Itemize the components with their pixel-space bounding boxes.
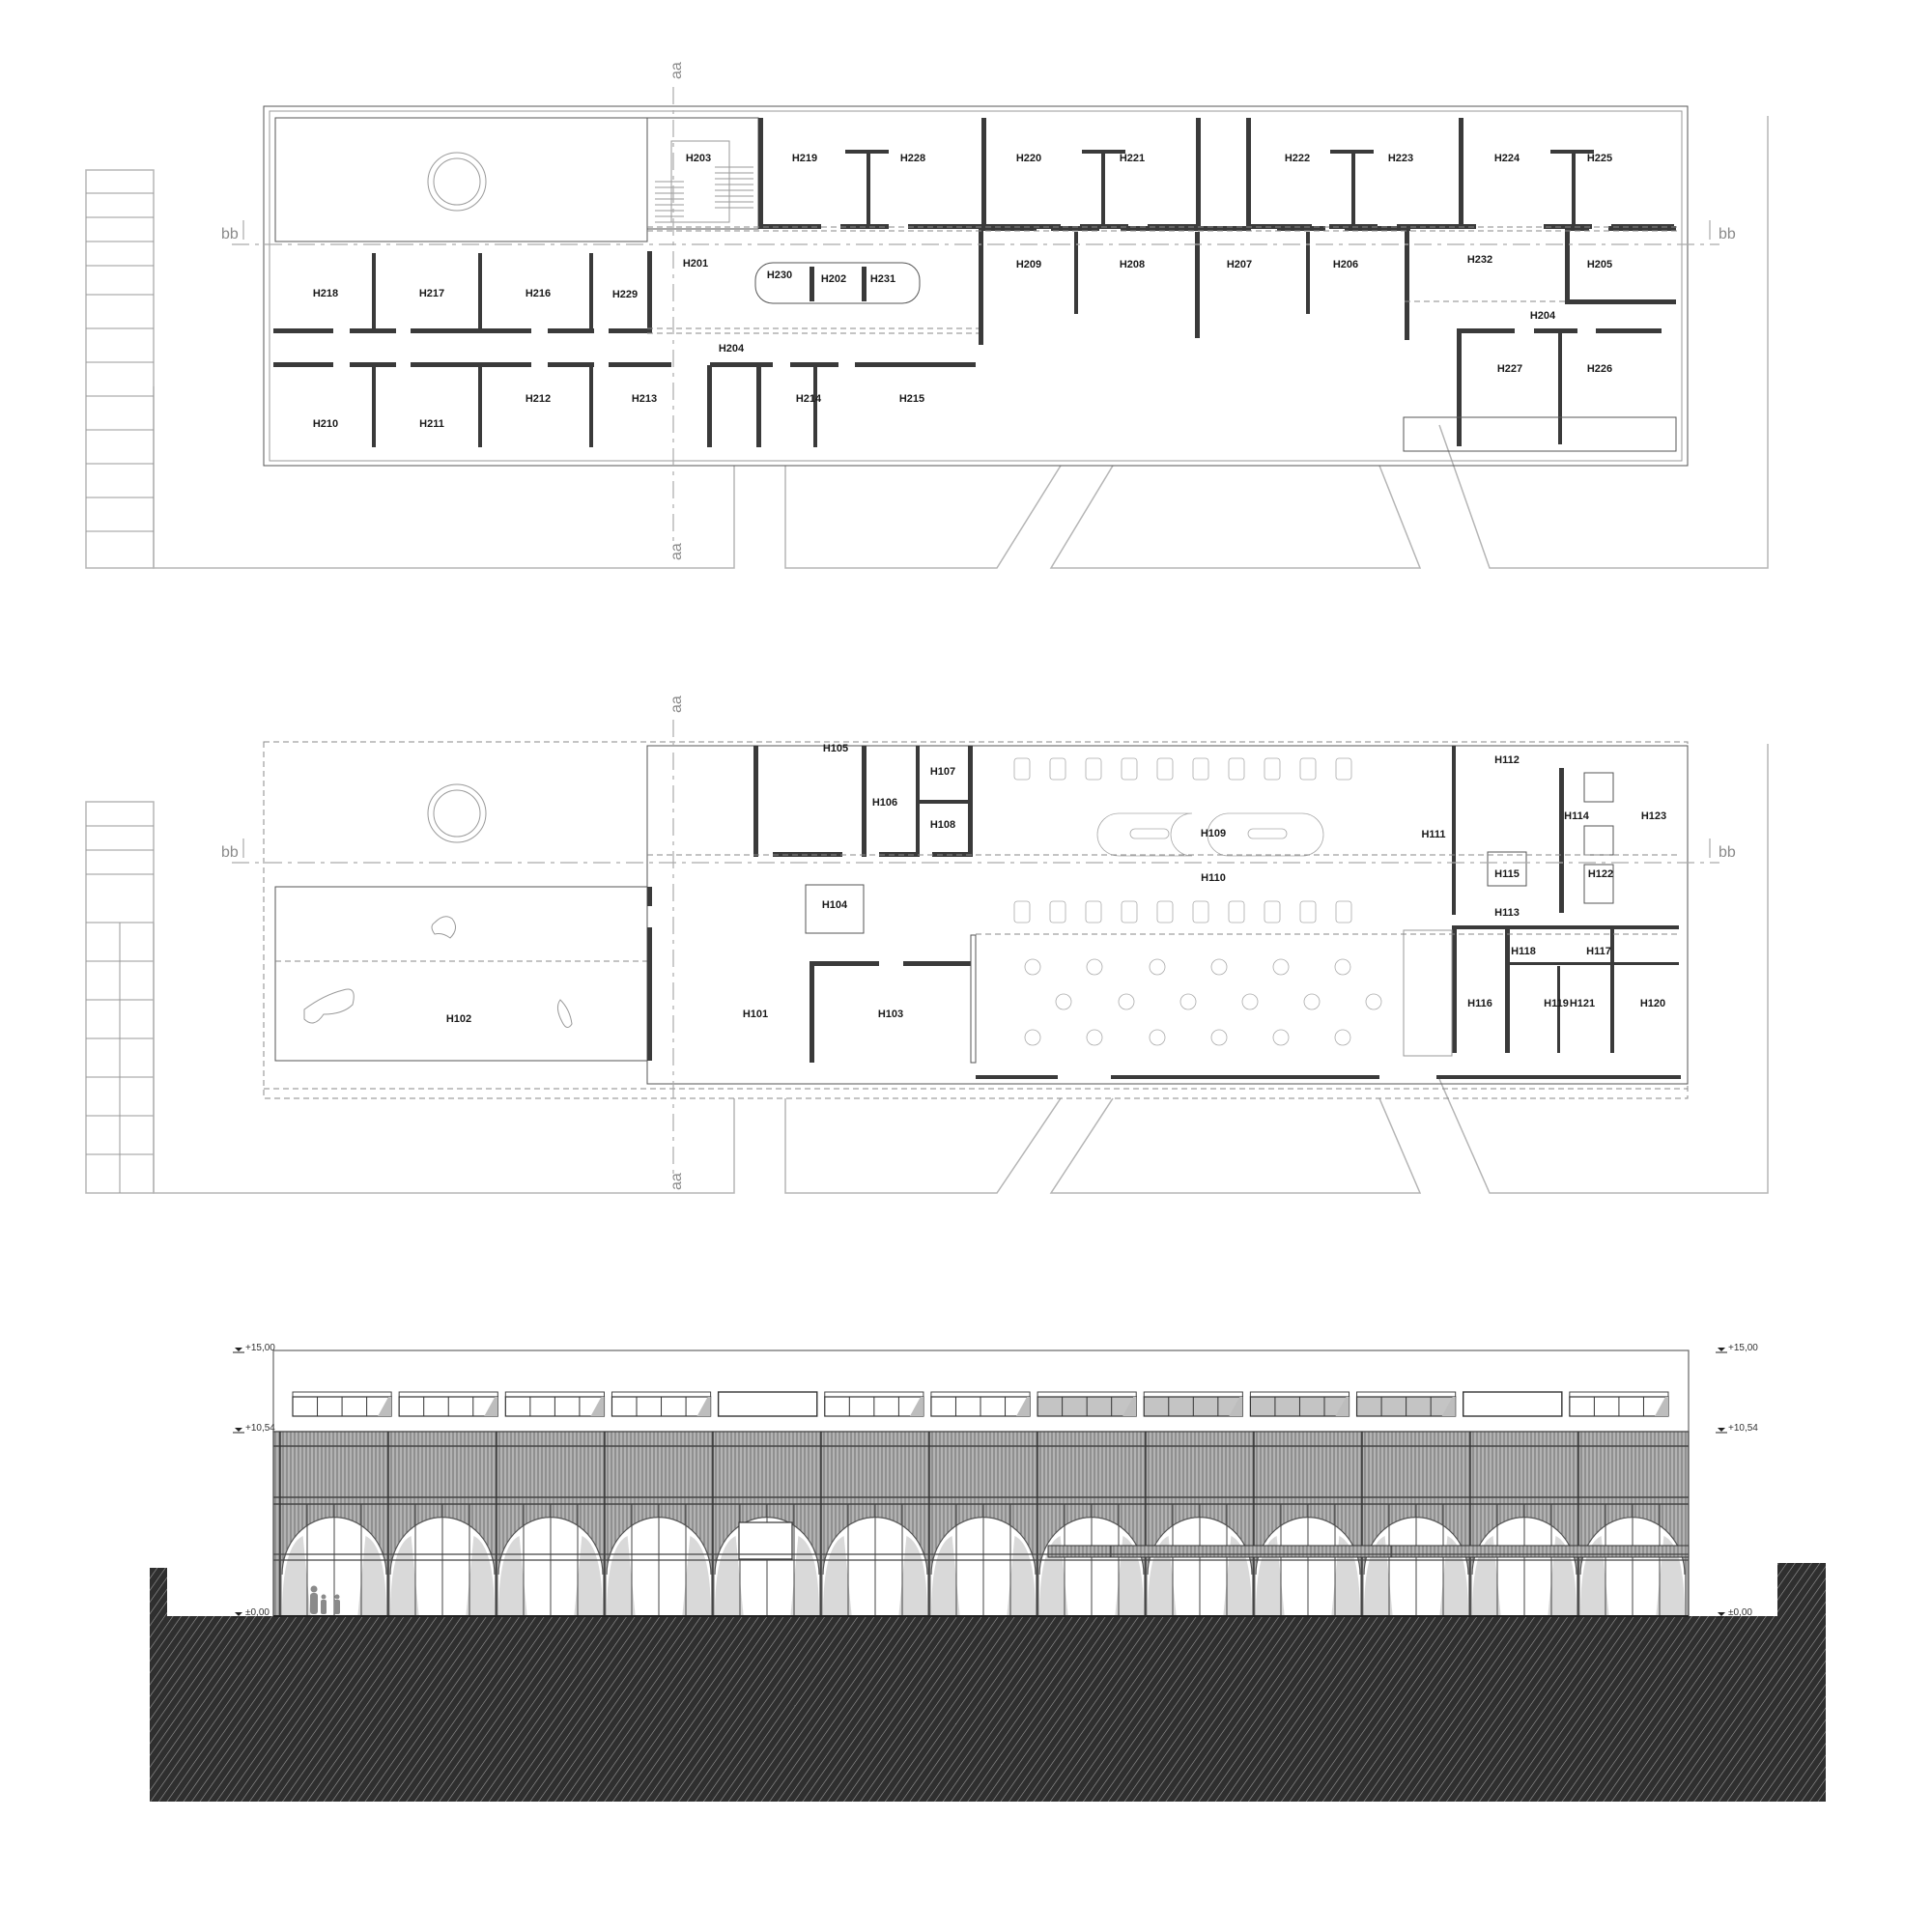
- room-label: H113: [1494, 907, 1520, 919]
- room-label: H123: [1641, 810, 1666, 822]
- level-label-right: +10,54: [1728, 1423, 1758, 1434]
- room-label: H203: [686, 153, 711, 164]
- section-label-aa-top: aa: [668, 62, 685, 79]
- room-label: H220: [1016, 153, 1041, 164]
- room-label: H201: [683, 258, 708, 270]
- room-label: H116: [1467, 998, 1492, 1009]
- room-label: H104: [822, 899, 848, 911]
- ground-hatch: [150, 1616, 1826, 1802]
- room-label: H218: [313, 288, 338, 299]
- room-label: H118: [1511, 946, 1536, 957]
- scale-figures: [310, 1585, 340, 1614]
- room-label: H213: [632, 393, 657, 405]
- room-label: H225: [1587, 153, 1612, 164]
- building-outline: [263, 105, 1689, 467]
- room-label: H232: [1467, 254, 1492, 266]
- room-label: H205: [1587, 259, 1612, 270]
- room-label: H229: [612, 289, 638, 300]
- room-label: H117: [1586, 946, 1611, 957]
- room-label: H219: [792, 153, 817, 164]
- room-label: H221: [1120, 153, 1145, 164]
- room-label: H204: [719, 343, 745, 355]
- room-label: H215: [899, 393, 924, 405]
- room-label: H121: [1570, 998, 1595, 1009]
- hall-h102: [274, 886, 648, 1062]
- level-label-right: +15,00: [1728, 1343, 1758, 1353]
- room-label: H115: [1494, 868, 1520, 880]
- section-label-aa-top: aa: [668, 696, 685, 713]
- room-label: H217: [419, 288, 444, 299]
- section-label-aa-bottom: aa: [668, 1173, 685, 1190]
- room-label: H228: [900, 153, 925, 164]
- room-label: H212: [526, 393, 551, 405]
- room-label: H107: [930, 766, 955, 778]
- room-label: H114: [1564, 810, 1590, 822]
- room-label: H208: [1120, 259, 1145, 270]
- room-label: H109: [1201, 828, 1226, 839]
- room-label: H210: [313, 418, 338, 430]
- room-label: H224: [1494, 153, 1520, 164]
- room-label: H111: [1421, 829, 1445, 840]
- room-label: H227: [1497, 363, 1522, 375]
- room-label: H122: [1588, 868, 1613, 880]
- section-label-bb-left: bb: [221, 226, 239, 242]
- section-label-bb-left: bb: [221, 844, 239, 861]
- room-label: H223: [1388, 153, 1413, 164]
- upper-floor-outline: [263, 741, 1689, 1099]
- room-label: H204: [1530, 310, 1556, 322]
- level-markers: +15,00 +15,00 +10,54 +10,54 ±0,00 ±0,00: [233, 1343, 1758, 1618]
- room-label: H230: [767, 270, 792, 281]
- room-label: H106: [872, 797, 897, 809]
- section-label-aa-bottom: aa: [668, 543, 685, 560]
- room-label: H120: [1640, 998, 1665, 1009]
- dining-furniture: [1013, 757, 1382, 1046]
- section-label-bb-right: bb: [1719, 844, 1736, 861]
- section-label-bb-right: bb: [1719, 226, 1736, 242]
- site-outline: [85, 116, 1769, 569]
- room-label: H209: [1016, 259, 1041, 270]
- room-label: H222: [1285, 153, 1310, 164]
- room-label: H103: [878, 1009, 903, 1020]
- level-label-left: +10,54: [245, 1423, 275, 1434]
- room-label: H108: [930, 819, 955, 831]
- room-label: H206: [1333, 259, 1358, 270]
- roof-window-strip: [292, 1391, 1669, 1417]
- stair-core: [646, 117, 759, 230]
- room-label: H216: [526, 288, 551, 299]
- room-label: H119: [1544, 998, 1569, 1009]
- terrace: [274, 117, 648, 242]
- first-floor-plan: bb bb aa aa H203 H219 H228 H220 H221 H222 H223…: [85, 62, 1769, 569]
- room-label: H226: [1587, 363, 1612, 375]
- room-label: H214: [796, 393, 822, 405]
- room-label: H211: [419, 418, 444, 430]
- front-elevation: +15,00 +15,00 +10,54 +10,54 ±0,00 ±0,00: [150, 1343, 1826, 1802]
- room-label: H101: [743, 1009, 768, 1020]
- room-label: H110: [1201, 872, 1226, 884]
- room-label: H102: [446, 1013, 471, 1025]
- room-label: H105: [823, 743, 848, 754]
- room-label: H202: [821, 273, 846, 285]
- level-label-left: ±0,00: [245, 1607, 270, 1618]
- room-labels: H203 H219 H228 H220 H221 H222 H223 H224 H225H201…: [313, 153, 1612, 430]
- walls: [273, 118, 1677, 452]
- room-label: H231: [870, 273, 895, 285]
- site-outline: [85, 744, 1769, 1194]
- level-label-left: +15,00: [245, 1343, 275, 1353]
- room-label: H112: [1494, 754, 1520, 766]
- parapet: [272, 1350, 1690, 1433]
- level-label-right: ±0,00: [1728, 1607, 1752, 1618]
- room-label: H207: [1227, 259, 1252, 270]
